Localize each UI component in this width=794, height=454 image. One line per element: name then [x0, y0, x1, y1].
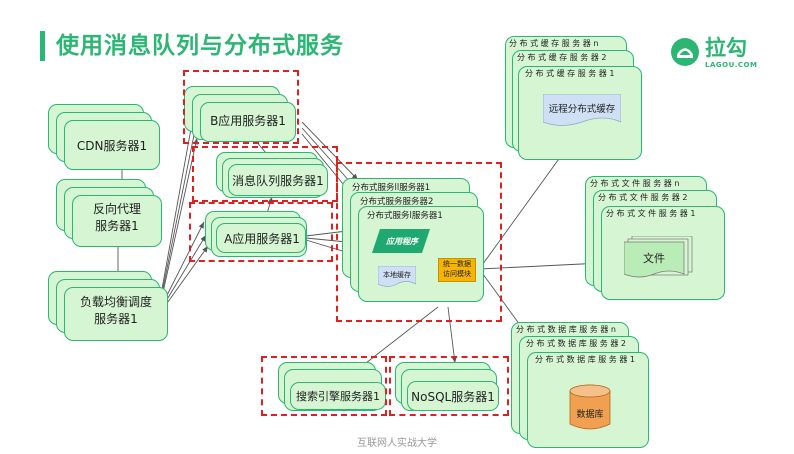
file-shape	[624, 236, 693, 278]
dist-service-1	[358, 206, 484, 302]
nosql-label: NoSQL服务器1	[411, 389, 495, 404]
load-balancer-label: 负载均衡调度 服务器1	[64, 294, 168, 328]
cache-server-n-label: 分 布 式 缓 存 服 务 器 n	[509, 39, 599, 48]
highlight-dist-service	[336, 162, 502, 322]
mq-server	[228, 164, 328, 196]
file-label: 文件	[643, 252, 665, 265]
load-balancer-label-line1: 负载均衡调度	[79, 295, 152, 309]
nosql-server	[407, 381, 499, 411]
edge-lb-b3	[159, 137, 199, 307]
cache-server-2-label: 分 布 式 缓 存 服 务 器 2	[517, 53, 607, 62]
unified-access-module	[438, 258, 476, 282]
cdn-server	[64, 120, 160, 170]
page-title: 使用消息队列与分布式服务	[56, 33, 344, 59]
reverse-proxy-label: 反向代理 服务器1	[72, 201, 162, 235]
unified-access-label: 统一数据 访问模块	[438, 259, 476, 279]
remote-cache-label: 远程分布式缓存	[548, 104, 616, 115]
local-cache-label: 本地缓存	[383, 271, 411, 279]
db-server-n-label: 分 布 式 数 据 库 服 务 器 n	[516, 325, 616, 334]
a-app-label: A应用服务器1	[224, 231, 300, 246]
watermark: 互联网人实战大学	[357, 438, 437, 449]
dist-service-2-label: 分布式服务服务器2	[360, 197, 434, 207]
load-balancer-label-line2: 服务器1	[94, 312, 138, 326]
highlight-nosql	[389, 356, 509, 416]
db-server-2-label: 分 布 式 数 据 库 服 务 器 2	[526, 339, 626, 348]
edge-dist-search	[356, 306, 439, 371]
highlight-a-app	[189, 202, 333, 262]
lagou-logo: 拉勾 LAGOU.COM	[671, 36, 761, 76]
highlight-mq	[192, 146, 338, 202]
cdn-server-label: CDN服务器1	[76, 138, 148, 153]
cache-server-1-label: 分 布 式 缓 存 服 务 器 1	[525, 69, 615, 78]
highlight-search	[261, 356, 387, 416]
edge-dist-nosql	[447, 306, 457, 364]
file-server-2-label: 分 布 式 文 件 服 务 器 2	[598, 193, 688, 202]
load-balancer-server	[64, 287, 168, 341]
search-server	[290, 382, 386, 410]
lagou-logo-icon	[671, 38, 699, 66]
local-cache-shape	[378, 266, 416, 287]
database-icon	[569, 384, 611, 430]
remote-cache-shape	[543, 94, 621, 126]
reverse-proxy-server	[72, 195, 162, 247]
logo-text: 拉勾	[705, 36, 747, 60]
edge-b-dist1	[301, 121, 359, 181]
logo-subtext: LAGOU.COM	[705, 61, 758, 69]
reverse-proxy-label-line1: 反向代理	[92, 202, 141, 216]
mq-label: 消息队列服务器1	[232, 173, 324, 188]
file-server-1-label: 分 布 式 文 件 服 务 器 1	[606, 209, 696, 218]
edge-lb-b2	[159, 124, 198, 304]
dist-service-n-label: 分布式服务ll服务器1	[352, 183, 431, 193]
b-app-label: B应用服务器1	[210, 113, 286, 128]
edge-lb-a3	[159, 245, 209, 314]
file-server-n-label: 分 布 式 文 件 服 务 器 n	[590, 179, 680, 188]
a-app-server	[216, 223, 306, 253]
search-label: 搜索引擎服务器1	[296, 390, 380, 403]
db-server-1-label: 分 布 式 数 据 库 服 务 器 1	[535, 355, 635, 364]
dist-service-1-label: 分布式服务l服务器1	[367, 211, 443, 221]
database-label: 数据库	[576, 409, 604, 420]
reverse-proxy-label-line2: 服务器1	[95, 219, 139, 233]
b-app-server	[200, 102, 296, 142]
unified-access-label-line1: 统一数据	[443, 260, 471, 268]
title-accent-bar	[40, 31, 45, 61]
app-program-shape	[372, 229, 430, 253]
unified-access-label-line2: 访问模块	[443, 270, 471, 278]
highlight-b-app	[183, 70, 299, 144]
app-program-label: 应用程序	[386, 236, 418, 246]
